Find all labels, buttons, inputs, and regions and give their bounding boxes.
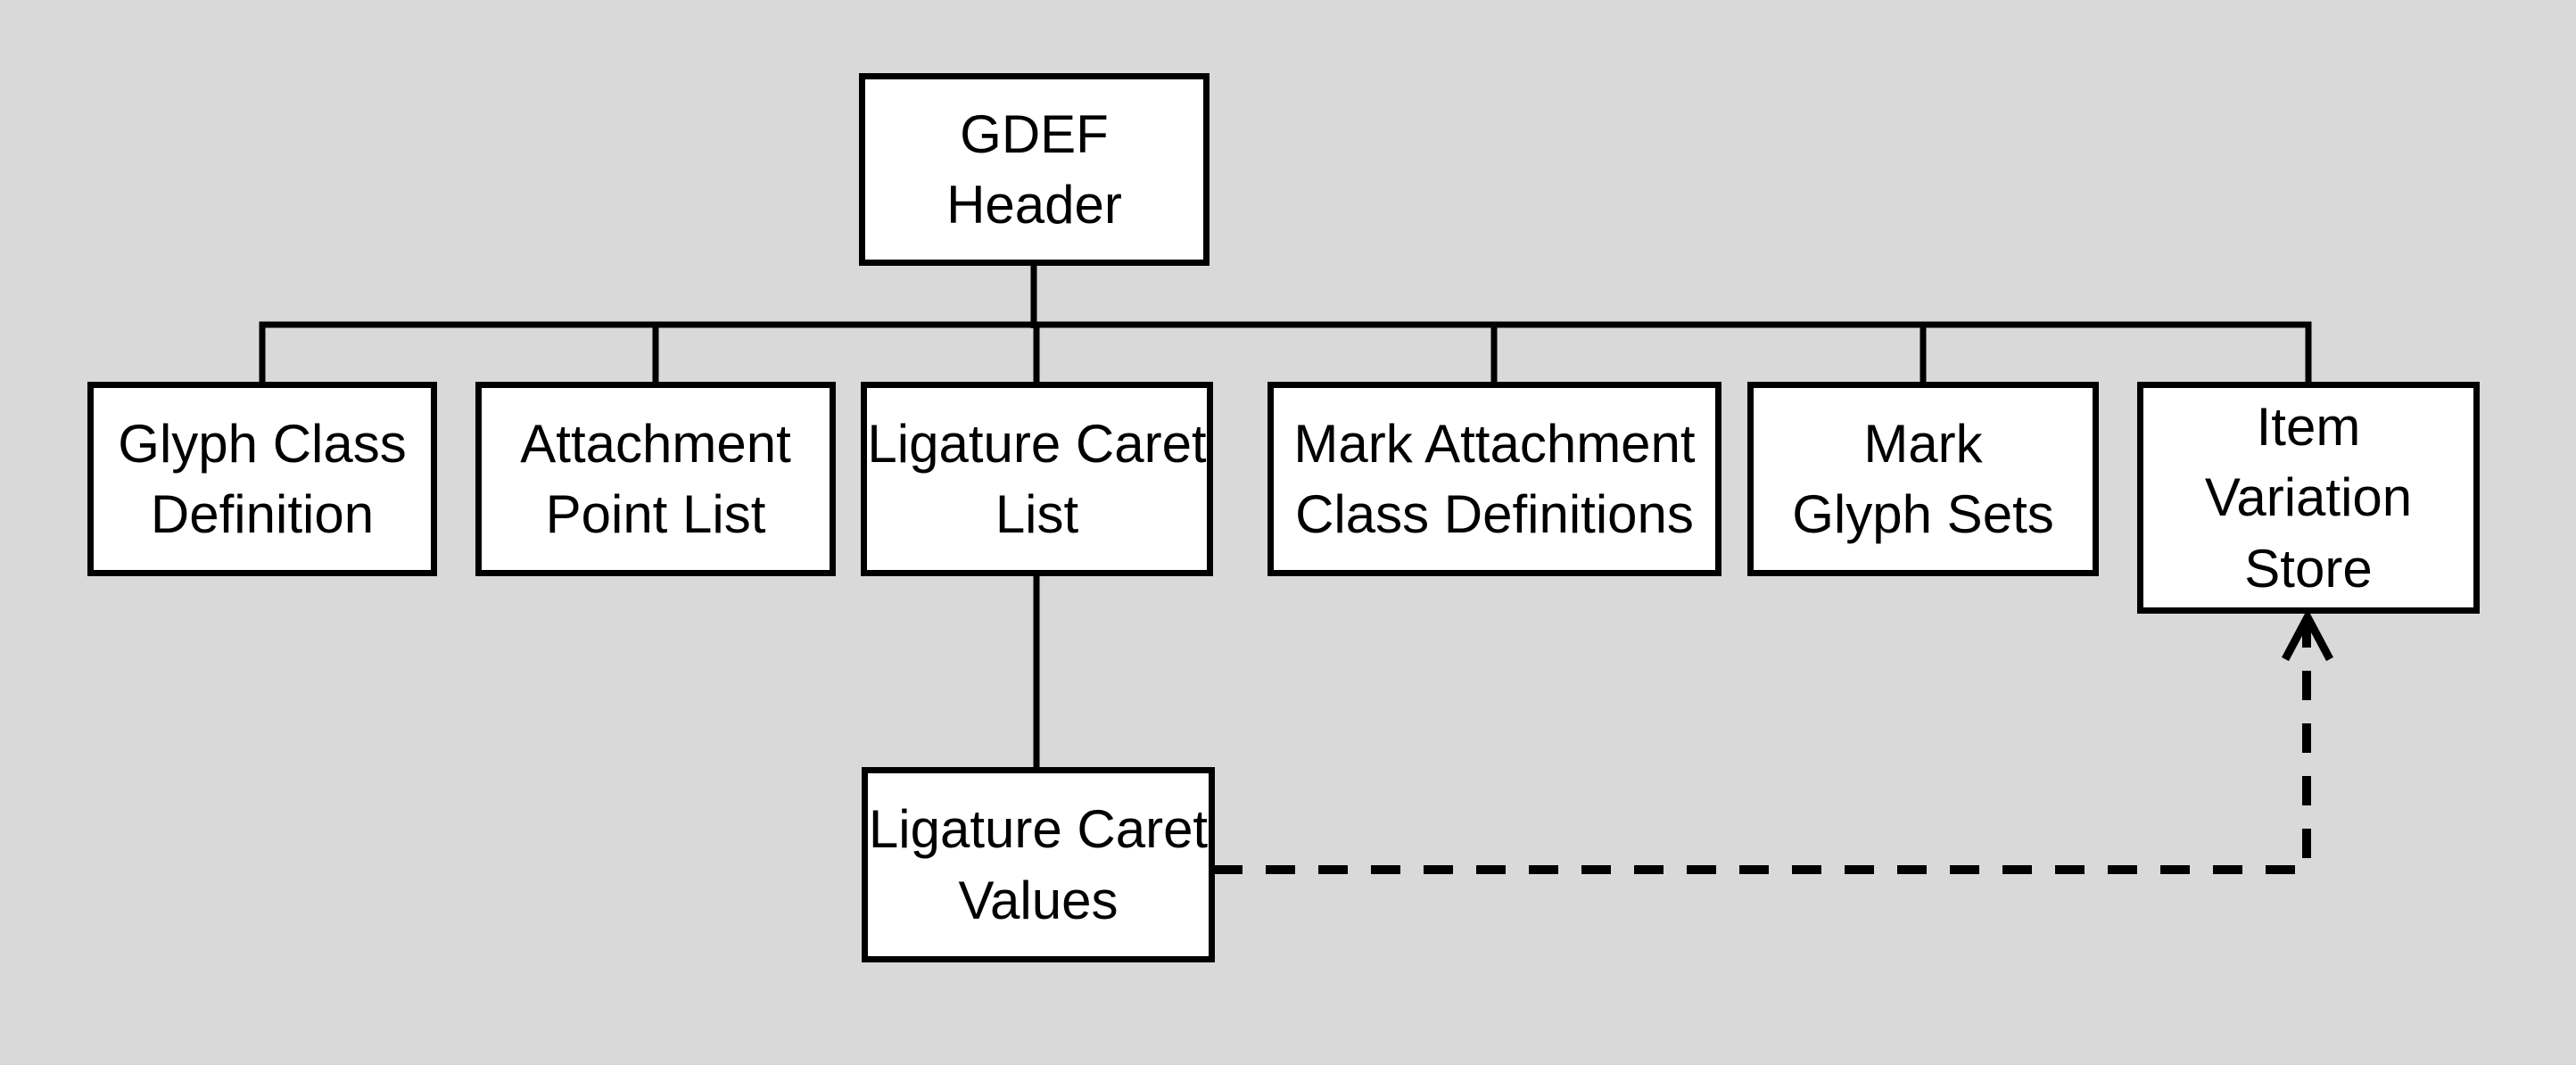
arrow-head bbox=[2282, 608, 2333, 662]
node-glyph-class-definition: Glyph Class Definition bbox=[87, 382, 437, 576]
dashed-reference-edge bbox=[1213, 624, 2311, 874]
node-ligature-caret-list: Ligature Caret List bbox=[861, 382, 1213, 576]
node-label: Item Variation Store bbox=[2204, 397, 2413, 599]
edge-child-stubs bbox=[259, 321, 2312, 385]
node-label: Mark Glyph Sets bbox=[1792, 413, 2054, 544]
node-mark-glyph-sets: Mark Glyph Sets bbox=[1747, 382, 2099, 576]
node-label: Ligature Caret List bbox=[867, 413, 1207, 544]
node-attachment-point-list: Attachment Point List bbox=[475, 382, 836, 576]
node-label: GDEF Header bbox=[946, 103, 1122, 235]
node-ligature-caret-values: Ligature Caret Values bbox=[862, 767, 1215, 962]
node-gdef-header: GDEF Header bbox=[859, 73, 1210, 266]
node-item-variation-store: Item Variation Store bbox=[2137, 382, 2480, 614]
node-label: Glyph Class Definition bbox=[118, 413, 407, 544]
node-mark-attachment-class-definitions: Mark Attachment Class Definitions bbox=[1267, 382, 1721, 576]
node-label: Ligature Caret Values bbox=[868, 799, 1209, 930]
node-label: Mark Attachment Class Definitions bbox=[1293, 413, 1696, 544]
node-label: Attachment Point List bbox=[520, 413, 791, 544]
